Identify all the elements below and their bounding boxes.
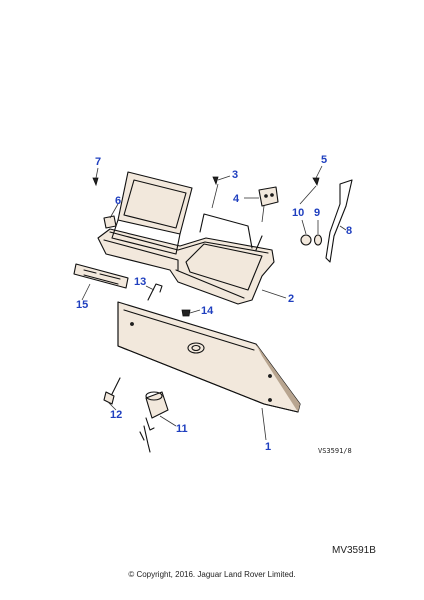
glovebox-door <box>117 301 301 413</box>
lock-pin <box>103 377 121 405</box>
badge-plate <box>73 263 129 289</box>
callout-11[interactable]: 11 <box>176 423 188 435</box>
callout-1[interactable]: 1 <box>265 441 271 453</box>
copyright-notice: © Copyright, 2016. Jaguar Land Rover Lim… <box>128 570 296 579</box>
callout-10[interactable]: 10 <box>292 207 304 219</box>
leader-lines <box>81 165 347 441</box>
hinge-4 <box>258 186 279 207</box>
bush-10 <box>300 234 312 246</box>
callout-15[interactable]: 15 <box>76 299 88 311</box>
bracket <box>147 283 163 301</box>
callout-14[interactable]: 14 <box>201 305 214 317</box>
callout-13[interactable]: 13 <box>134 276 146 288</box>
check-strap <box>325 179 353 263</box>
callout-5[interactable]: 5 <box>321 154 327 166</box>
callouts: 7 6 3 4 5 10 9 8 2 13 15 14 1 11 12 <box>76 154 352 453</box>
callout-7[interactable]: 7 <box>95 156 101 168</box>
callout-6[interactable]: 6 <box>115 195 121 207</box>
callout-12[interactable]: 12 <box>110 409 122 421</box>
callout-2[interactable]: 2 <box>288 293 294 305</box>
screw-5 <box>312 177 320 187</box>
callout-8[interactable]: 8 <box>346 225 352 237</box>
washer-9 <box>313 234 323 246</box>
callout-4[interactable]: 4 <box>233 193 240 205</box>
screw-3 <box>212 176 219 186</box>
fixing-14 <box>181 309 191 317</box>
callout-3[interactable]: 3 <box>232 169 238 181</box>
callout-9[interactable]: 9 <box>314 207 320 219</box>
glovebox-housing <box>97 213 275 305</box>
screw-7 <box>92 177 99 187</box>
diagram-reference: MV3591B <box>332 545 376 556</box>
mirror-lid <box>111 171 193 255</box>
lock-barrel <box>139 391 169 453</box>
drawing-reference: VS3591/8 <box>318 447 352 455</box>
